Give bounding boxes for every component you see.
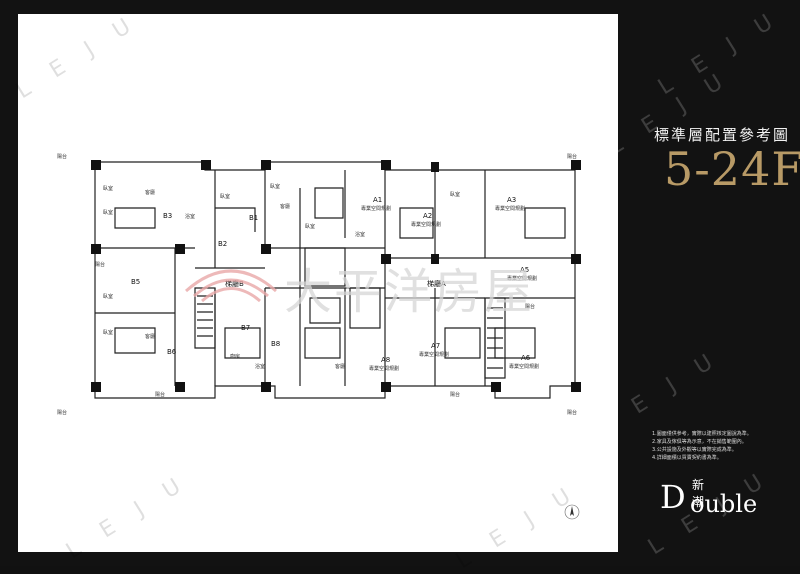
unit-label-a5: A5 <box>520 266 529 274</box>
unit-label-b5: B5 <box>131 278 140 286</box>
watermark-leju: L E J U <box>653 4 786 101</box>
unit-label-a8: A8 <box>381 356 390 364</box>
note-line: 1.圖面僅供參考，實際以建照核定圖說為準。 <box>652 431 752 437</box>
room-label: 浴室 <box>355 231 365 238</box>
hall-label-b: 梯廳B <box>225 279 244 288</box>
room-label: 臥室 <box>270 183 280 190</box>
unit-desc-a3: 專業空間規劃 <box>495 205 525 212</box>
north-arrow-icon <box>564 504 580 520</box>
room-label: 客廳 <box>145 189 155 196</box>
watermark-leju: L E J U <box>61 468 194 565</box>
watermark-leju: L E J U <box>451 478 584 574</box>
note-line: 2.家具及傢俱等為示意，不在銷售範圍內。 <box>652 439 747 445</box>
room-label: 客廳 <box>280 203 290 210</box>
watermark-leju: L E J U <box>11 8 144 105</box>
brand-initial: D <box>660 478 686 516</box>
unit-label-a7: A7 <box>431 342 440 350</box>
brand-zh: 新潮 <box>692 478 705 509</box>
unit-label-b8: B8 <box>271 340 280 348</box>
room-label: 客廳 <box>335 363 345 370</box>
room-label: 陽台 <box>450 391 460 398</box>
unit-label-a3: A3 <box>507 196 516 204</box>
corner-balcony-label: 陽台 <box>57 409 67 416</box>
brand-name: ouble <box>690 490 758 518</box>
hall-label-a: 梯廳A <box>427 279 446 288</box>
unit-desc-a8: 專業空間規劃 <box>369 365 399 372</box>
unit-label-a1: A1 <box>373 196 382 204</box>
room-label: 臥室 <box>103 209 113 216</box>
unit-desc-a5: 專業空間規劃 <box>507 275 537 282</box>
room-label: 廚房 <box>230 353 240 360</box>
floor-plan-paper: L E J U L E J U L E J U <box>12 9 618 574</box>
plan-title: 標準層配置參考圖 <box>654 126 791 144</box>
unit-label-a6: A6 <box>521 354 531 362</box>
note-line: 3.公共設施及外觀等以實際完成為準。 <box>652 447 737 453</box>
room-label: 臥室 <box>450 191 460 198</box>
unit-label-b6: B6 <box>167 348 177 356</box>
unit-label-b1: B1 <box>249 214 258 222</box>
room-label: 陽台 <box>155 391 165 398</box>
unit-label-b2: B2 <box>218 240 227 248</box>
disclaimer-notes: 1.圖面僅供參考，實際以建照核定圖說為準。 2.家具及傢俱等為示意，不在銷售範圍… <box>652 430 790 462</box>
unit-label-b3: B3 <box>163 212 172 220</box>
unit-desc-a7: 專業空間規劃 <box>419 351 449 358</box>
room-label: 臥室 <box>305 223 315 230</box>
room-label: 陽台 <box>525 303 535 310</box>
room-label: 陽台 <box>95 261 105 268</box>
room-label: 臥室 <box>103 329 113 336</box>
unit-label-b7: B7 <box>241 324 250 332</box>
unit-desc-a6: 專業空間規劃 <box>509 363 539 370</box>
room-label: 浴室 <box>255 363 265 370</box>
room-label: 浴室 <box>185 213 195 220</box>
floor-range: 5-24F <box>664 142 800 196</box>
unit-desc-a2: 專業空間規劃 <box>411 221 441 228</box>
room-label: 臥室 <box>103 293 113 300</box>
room-label: 臥室 <box>103 185 113 192</box>
room-label: 客廳 <box>145 333 155 340</box>
corner-balcony-label: 陽台 <box>57 153 67 160</box>
floor-plan-drawing: A1 A2 A3 A5 A6 A7 A8 B1 B2 B3 B5 B6 B7 B… <box>57 153 581 416</box>
room-label: 臥室 <box>220 193 230 200</box>
unit-desc-a1: 專業空間規劃 <box>361 205 391 212</box>
unit-label-a2: A2 <box>423 212 432 220</box>
corner-balcony-label: 陽台 <box>567 153 577 160</box>
corner-balcony-label: 陽台 <box>567 409 577 416</box>
note-line: 4.詳細面積以買賣契約書為準。 <box>652 455 722 461</box>
